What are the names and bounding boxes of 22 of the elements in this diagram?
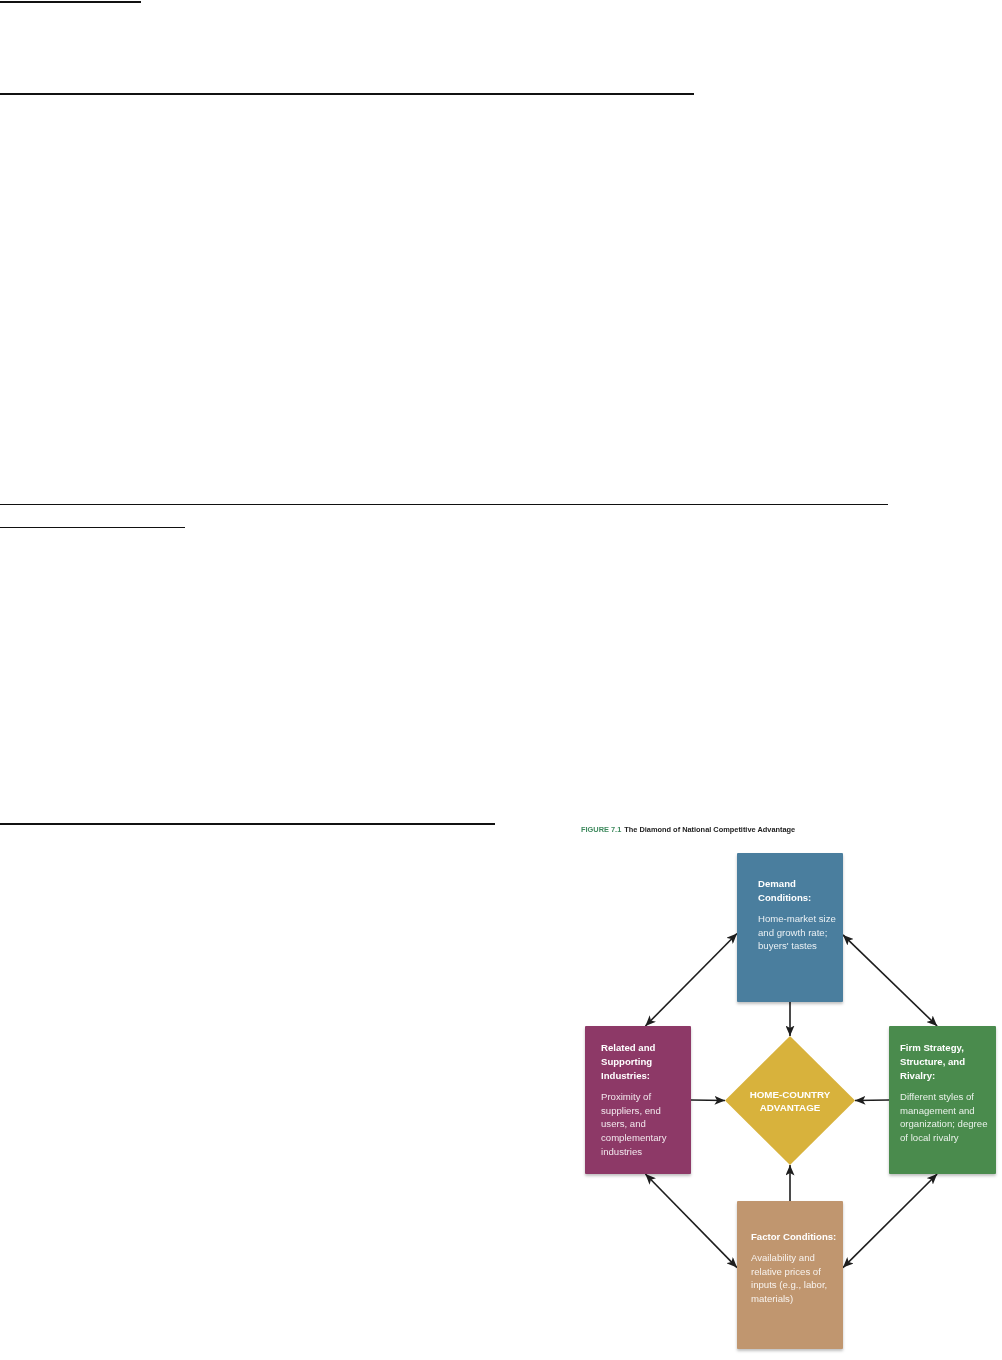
arrow xyxy=(690,1095,726,1105)
arrow xyxy=(854,1095,890,1105)
advantage-diamond xyxy=(725,1036,855,1165)
card-heading: Related and Supporting Industries: xyxy=(601,1041,657,1083)
category-card xyxy=(585,1026,691,1174)
card-heading: Demand Conditions: xyxy=(758,877,813,905)
arrow xyxy=(785,1164,795,1202)
category-card xyxy=(737,1201,843,1349)
double-arrow xyxy=(644,1173,738,1269)
double-arrow xyxy=(842,934,938,1027)
card-description: Different styles of management and organization; degree of local rivalry xyxy=(900,1090,989,1145)
double-arrow xyxy=(644,932,738,1027)
card-description: Home-market size and growth rate; buyers' tastes xyxy=(758,912,837,954)
diamond-label: HOME-COUNTRY ADVANTAGE xyxy=(748,1087,832,1114)
card-heading: Firm Strategy, Structure, and Rivalry: xyxy=(900,1041,967,1083)
card-description: Availability and relative prices of inputs (e.g., labor, materials) xyxy=(751,1251,829,1306)
double-arrow xyxy=(842,1173,938,1269)
card-heading: Factor Conditions: xyxy=(751,1230,837,1244)
category-card xyxy=(889,1026,996,1174)
arrow xyxy=(785,1001,795,1037)
category-card xyxy=(737,853,843,1002)
card-description: Proximity of suppliers, end users, and complementary industries xyxy=(601,1090,668,1159)
